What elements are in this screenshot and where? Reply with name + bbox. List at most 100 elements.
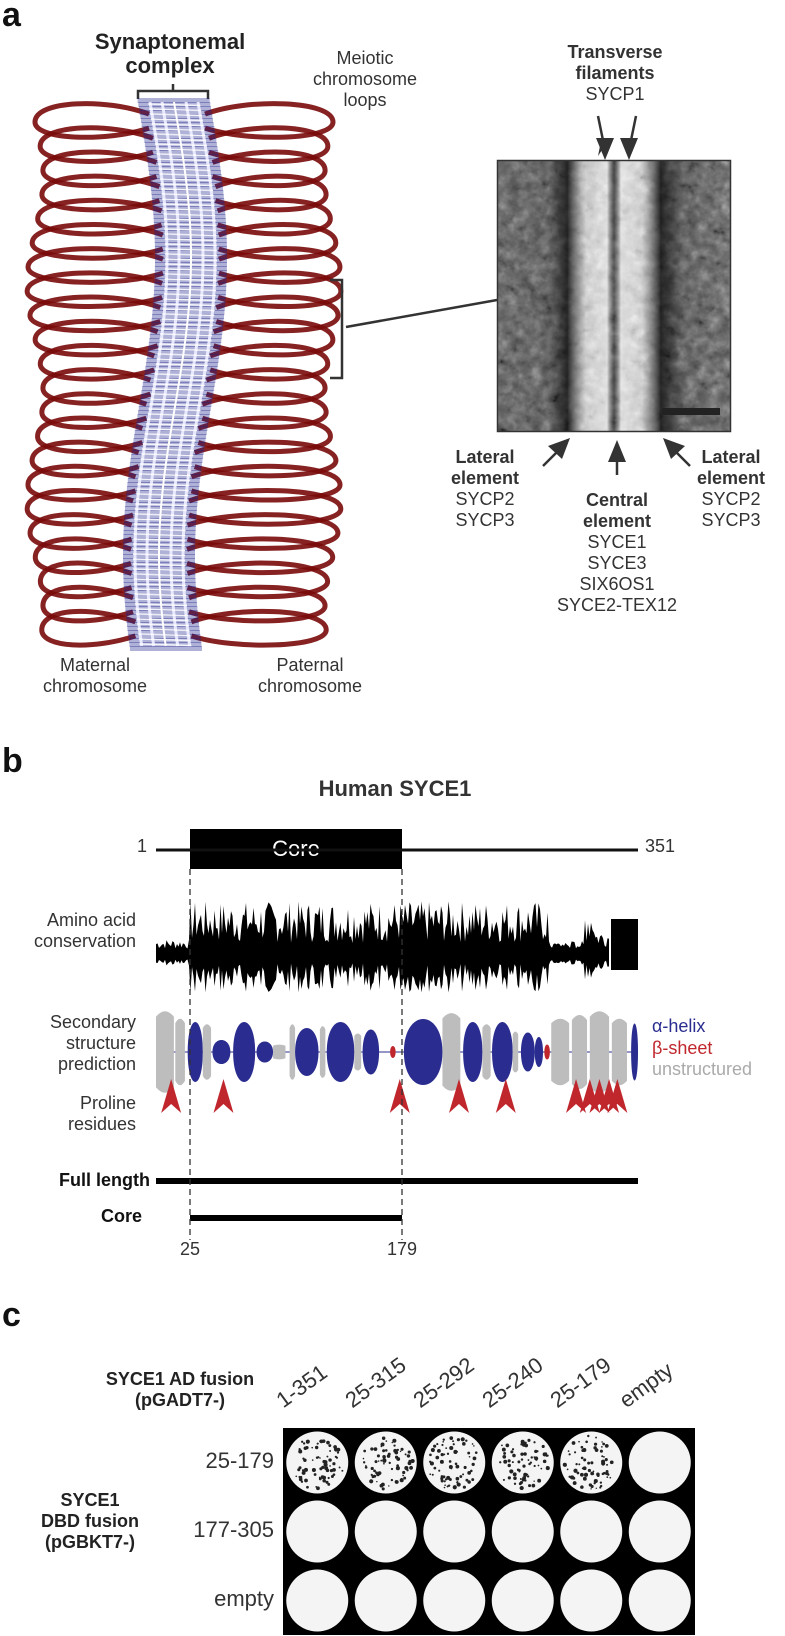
colony <box>380 1445 383 1448</box>
transverse-rung <box>154 138 207 142</box>
colony <box>604 1458 608 1462</box>
dbd-line1: SYCE1 <box>60 1490 120 1510</box>
lat-left-line4: SYCP3 <box>455 510 515 530</box>
colony <box>383 1462 385 1465</box>
transverse-rung <box>163 303 216 307</box>
colony <box>402 1474 404 1477</box>
meiotic-loops-label: Meiotic chromosome loops <box>300 48 430 111</box>
dbd-line3: (pGBKT7-) <box>45 1532 135 1552</box>
transverse-rung <box>153 378 206 382</box>
colony <box>362 1457 365 1460</box>
colony <box>448 1478 452 1481</box>
panel-letter-c: c <box>2 1296 21 1334</box>
colony-spot-empty <box>560 1500 623 1563</box>
colony <box>316 1486 320 1491</box>
colony <box>587 1468 592 1473</box>
helix-element <box>403 1019 443 1085</box>
colony <box>454 1462 458 1466</box>
colony <box>448 1464 453 1469</box>
colony <box>471 1443 474 1445</box>
transverse-rung <box>133 548 186 552</box>
transverse-rung <box>162 313 215 317</box>
colony <box>528 1484 532 1488</box>
transverse-rung <box>155 148 208 152</box>
transverse-rung <box>154 373 207 377</box>
colony <box>606 1476 609 1479</box>
colony <box>463 1465 467 1470</box>
transverse-rung <box>164 238 217 242</box>
maternal-loop <box>39 173 161 213</box>
unstructured-element <box>202 1024 212 1080</box>
maternal-loop <box>40 367 152 406</box>
colony <box>381 1436 386 1440</box>
maternal-loop <box>35 197 163 237</box>
colony-spot-growth <box>354 1431 417 1494</box>
colony <box>445 1447 448 1449</box>
sc-title-line2: complex <box>125 53 215 78</box>
colony <box>303 1458 307 1463</box>
ad-line2: (pGADT7-) <box>135 1390 225 1410</box>
transverse-rung <box>136 623 189 627</box>
colony <box>393 1448 398 1453</box>
colony <box>311 1468 316 1473</box>
transverse-rung <box>136 618 189 622</box>
colony <box>443 1453 446 1456</box>
colony <box>462 1473 465 1476</box>
transverse-rung <box>150 118 203 122</box>
colony <box>587 1434 590 1438</box>
colony <box>311 1446 314 1449</box>
colony <box>601 1472 605 1476</box>
transverse-rung <box>149 113 203 117</box>
colony <box>316 1442 319 1445</box>
colony <box>573 1468 578 1473</box>
transverse-rung <box>157 163 210 167</box>
colony <box>601 1446 603 1448</box>
tf-line1: Transverse <box>567 42 663 62</box>
chromosome-schematic <box>24 84 498 651</box>
transverse-rung <box>152 128 205 132</box>
colony <box>431 1449 435 1453</box>
core-construct-label: Core <box>100 1206 142 1226</box>
paternal-loop <box>216 197 333 237</box>
lat-right-line1: Lateral <box>701 447 761 467</box>
transverse-rung <box>143 438 196 442</box>
synaptonemal-complex-title: Synaptonemal complex <box>70 30 270 78</box>
colony <box>520 1458 524 1461</box>
colony <box>595 1436 598 1439</box>
colony <box>404 1453 407 1456</box>
colony <box>364 1466 368 1469</box>
unstructured-element <box>611 1018 627 1086</box>
paternal-loop <box>186 536 336 576</box>
paternal-loop <box>215 294 341 334</box>
transverse-rung <box>161 193 214 197</box>
colony <box>520 1452 524 1456</box>
colony <box>362 1461 366 1464</box>
transverse-rung <box>157 158 210 162</box>
colony <box>301 1440 304 1443</box>
colony <box>503 1451 507 1455</box>
colony <box>512 1472 517 1477</box>
transverse-rung <box>160 328 213 332</box>
colony <box>592 1470 595 1473</box>
colony <box>392 1438 397 1443</box>
colony <box>440 1477 444 1481</box>
colony <box>376 1454 380 1458</box>
maternal-chromosome-label: Maternal chromosome <box>15 655 175 697</box>
loops-line1: Meiotic <box>336 48 394 68</box>
colony <box>377 1460 380 1462</box>
colony-spot-empty <box>423 1500 486 1563</box>
colony <box>601 1461 606 1466</box>
colony <box>400 1447 404 1451</box>
transverse-rung <box>161 188 214 192</box>
colony <box>370 1473 373 1477</box>
colony <box>370 1466 374 1471</box>
colony <box>374 1460 378 1464</box>
unstructured-element <box>442 1013 461 1091</box>
helix-element <box>492 1022 513 1082</box>
colony <box>465 1478 469 1482</box>
proline-marker <box>161 1079 182 1113</box>
maternal-loop <box>32 101 150 140</box>
conservation-line2: conservation <box>33 931 136 951</box>
colony <box>502 1454 507 1459</box>
colony <box>590 1471 594 1476</box>
